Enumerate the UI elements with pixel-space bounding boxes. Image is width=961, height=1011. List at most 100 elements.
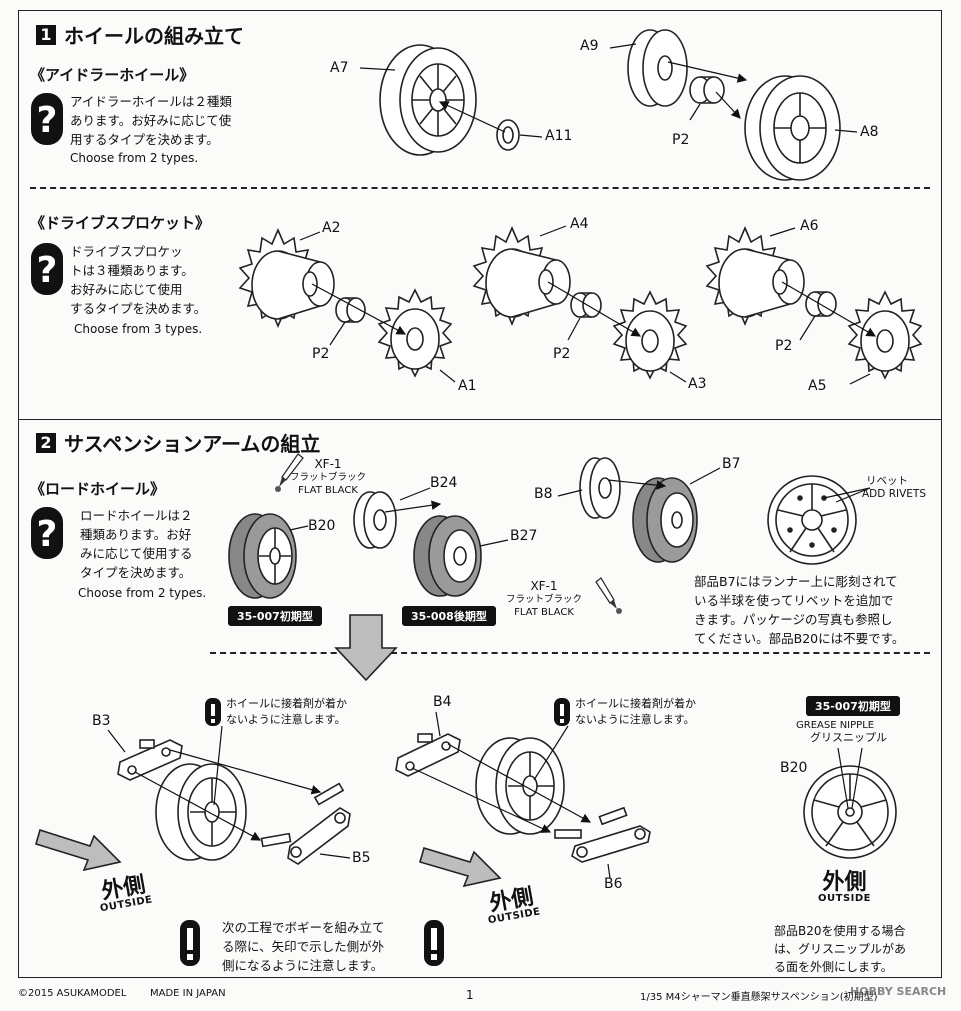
paint-brush-icon [595,577,622,614]
part-label-a11: A11 [545,128,573,144]
tag-early-type: 35-007初期型 [228,606,322,626]
outside-arrow-icon [35,828,122,872]
down-arrow-icon [334,614,398,682]
step-2-title: 2 サスペンションアームの組立 [36,428,320,457]
rivet-note-line-2: いる半球を使ってリベットを追加で [694,593,894,608]
part-label-b24: B24 [430,475,458,491]
road-wheel-b7-detail [767,475,857,565]
bogie-note-line-2: る際に、矢印で示した側が外 [222,939,385,954]
sprocket-a1 [377,288,453,378]
sprocket-a6 [705,225,805,327]
outside-label-grease: 外側 OUTSIDE [818,872,871,904]
paint-jp: フラットブラック [290,472,367,483]
footer-made-in: MADE IN JAPAN [150,988,226,999]
rivet-note: 部品B7にはランナー上に彫刻されて いる半球を使ってリベットを追加で きます。パ… [694,572,904,648]
step-1-number: 1 [36,24,56,45]
idler-note-line-3: 用するタイプを決めます。 [70,132,219,147]
dashed-separator-1 [30,187,930,189]
sprocket-note-line-3: お好みに応じて使用 [70,282,183,297]
grease-note-line-1: 部品B20を使用する場合 [774,924,906,938]
part-label-a9: A9 [580,38,599,54]
road-wheel-b7 [632,477,698,563]
outside-en: OUTSIDE [818,893,871,904]
bogie-note: 次の工程でボギーを組み立て る際に、矢印で示した側が外 側になるように注意します… [222,918,385,975]
caution-icon [554,698,570,726]
sprocket-a2 [238,227,335,329]
idler-heading: 《アイドラーホイール》 [30,66,195,84]
suspension-arm-b5 [260,782,351,865]
caution-icon [205,698,221,726]
bogie-arm-b4 [395,733,461,777]
road-wheel-note: ロードホイールは２ 種類あります。お好 みに応じて使用する タイプを決めます。 [80,506,193,582]
part-label-b20-grease: B20 [780,760,808,776]
sprocket-heading: 《ドライブスプロケット》 [30,214,211,232]
page-frame [18,10,942,978]
step-1-title: 1 ホイールの組み立て [36,20,244,49]
part-label-a5: A5 [808,378,827,394]
part-label-a6: A6 [800,218,819,234]
grease-nipple-jp: グリスニップル [810,731,887,744]
idler-note: アイドラーホイールは２種類 あります。お好みに応じて使 用するタイプを決めます。… [70,92,232,168]
sprocket-note-line-1: ドライブスプロケッ [70,244,183,259]
outside-arrow-icon [419,846,502,888]
road-wheel-note-line-4: タイプを決めます。 [80,565,192,580]
road-wheel-b20 [228,513,297,599]
watermark: HOBBY SEARCH [850,985,947,998]
sprocket-note: ドライブスプロケッ トは３種類あります。 お好みに応じて使用 するタイプを決めま… [70,242,206,318]
paint-label-2: XF-1 フラットブラック FLAT BLACK [506,580,582,619]
step-2-number: 2 [36,432,56,453]
caution-note-left-line-1: ホイールに接着剤が着か [226,697,347,710]
rivets-label-en: ADD RIVETS [862,488,926,500]
question-icon: ? [31,93,63,145]
svg-text:?: ? [37,514,58,555]
part-label-a7: A7 [330,60,349,76]
sprocket-note-en: Choose from 3 types. [74,322,203,336]
part-label-p2: P2 [312,346,330,362]
idler-note-line-2: あります。お好みに応じて使 [70,113,232,128]
idler-note-en: Choose from 2 types. [70,151,199,165]
grease-note-line-2: は、グリスニップルがあ [774,942,907,956]
part-label-b3: B3 [92,713,111,729]
caution-note-left-line-2: ないように注意します。 [226,713,346,726]
idler-wheel-a8 [744,75,841,181]
caution-icon [424,920,444,966]
rivet-note-line-4: てください。部品B20には不要です。 [694,631,905,646]
grease-note-line-3: る面を外側にします。 [774,960,893,974]
paint-brush-icon [275,453,304,492]
sprocket-a5 [847,290,923,380]
paint-en: FLAT BLACK [298,485,358,496]
svg-text:?: ? [37,100,58,141]
wheel-assembly [475,737,565,835]
wheel-assembly [155,763,247,861]
part-label-b6: B6 [604,876,623,892]
part-label-a8: A8 [860,124,879,140]
road-wheel-note-line-1: ロードホイールは２ [80,508,193,523]
sprocket-note-line-4: するタイプを決めます。 [70,301,207,316]
caution-note-left: ホイールに接着剤が着か ないように注意します。 [226,696,347,728]
step-2-title-text: サスペンションアームの組立 [64,432,321,456]
spacer-p2 [689,76,725,104]
footer-page-number: 1 [466,988,474,1002]
rivets-label-jp: リベット [866,475,908,487]
bogie-note-line-3: 側になるように注意します。 [222,958,384,973]
part-label-b7: B7 [722,456,741,472]
road-wheel-b27 [413,515,482,597]
idler-wheel-a7 [379,44,477,156]
sprocket-a3 [612,290,688,380]
svg-text:?: ? [37,250,58,291]
paint-jp: フラットブラック [506,594,583,605]
road-wheel-heading: 《ロードホイール》 [30,480,166,498]
part-label-a2: A2 [322,220,341,236]
suspension-arm-b6 [554,806,651,863]
part-label-p2: P2 [553,346,571,362]
caution-icon [180,920,200,966]
part-label-a3: A3 [688,376,707,392]
bogie-note-line-1: 次の工程でボギーを組み立て [222,920,385,935]
paint-label-1: XF-1 フラットブラック FLAT BLACK [290,458,366,497]
part-label-a1: A1 [458,378,477,394]
part-label-b8: B8 [534,486,553,502]
outside-jp: 外側 [822,870,867,895]
question-icon: ? [31,507,63,559]
